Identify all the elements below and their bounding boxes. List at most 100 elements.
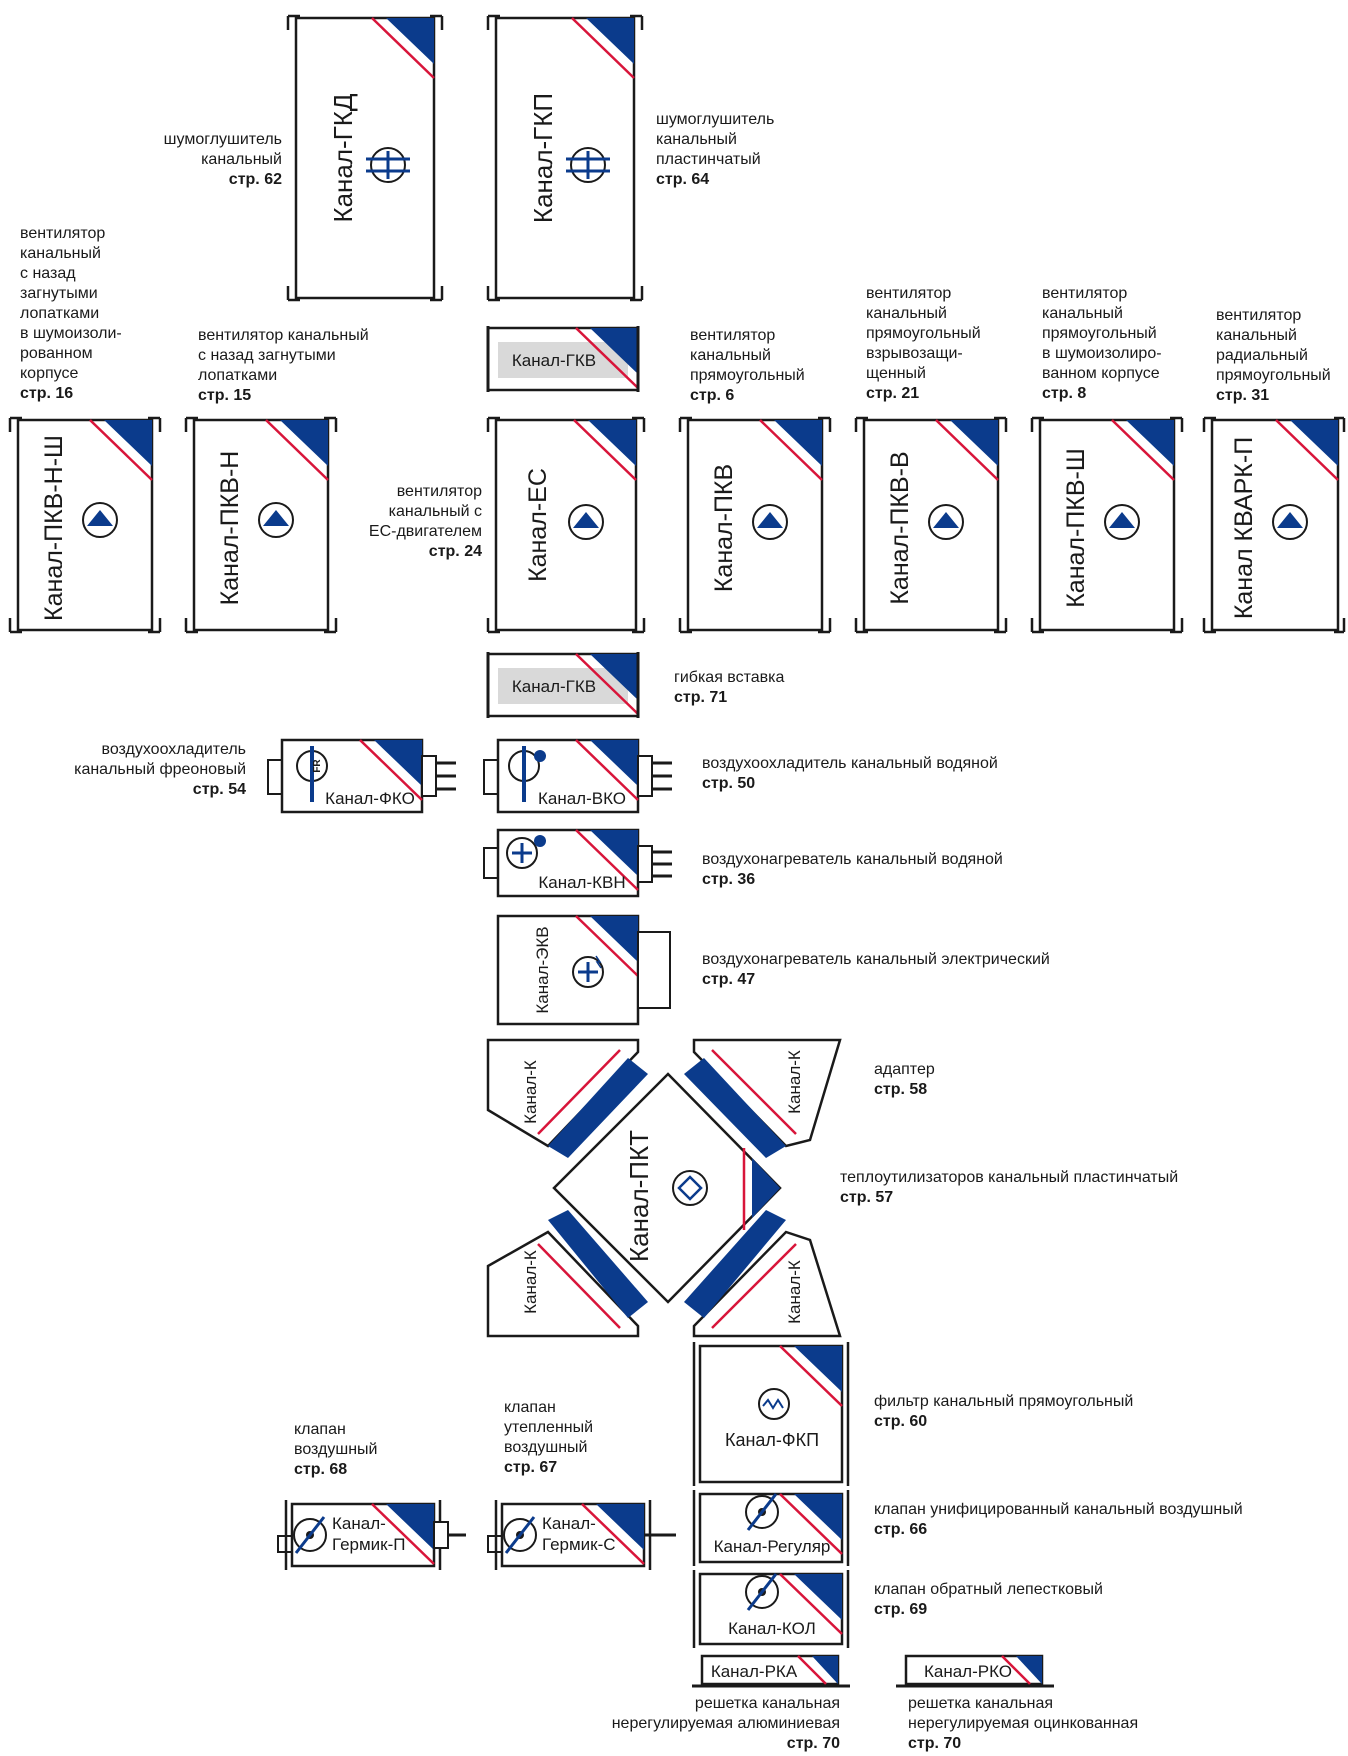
unit-regulyar[interactable]: Канал-Регуляр <box>692 1490 850 1566</box>
unit-pkt-assembly[interactable]: Канал-К Канал-К Канал-ПКТ Канал-К <box>486 1038 842 1338</box>
fan-icon <box>1104 504 1140 540</box>
unit-germik-p[interactable]: Канал- Гермик-П <box>277 1500 466 1570</box>
unit-kvark-p[interactable]: Канал КВАРК-П <box>1202 416 1346 634</box>
fr-badge: FR <box>312 759 323 773</box>
unit-label: Канал-ПКВ-Н-Ш <box>40 435 68 621</box>
silencer-icon <box>566 147 610 183</box>
unit-kol[interactable]: Канал-КОЛ <box>692 1570 850 1648</box>
unit-label: Канал-ЕС <box>524 468 552 582</box>
caption-rka: решетка канальная нерегулируемая алюмини… <box>611 1695 840 1752</box>
unit-label: Канал-Регуляр <box>714 1537 831 1556</box>
unit-gkp[interactable]: Канал-ГКП <box>486 14 644 302</box>
fan-icon <box>568 504 604 540</box>
unit-label: Канал-ПКВ-Ш <box>1062 448 1090 608</box>
unit-pkv-sh[interactable]: Канал-ПКВ-Ш <box>1030 416 1184 634</box>
adapter-bottom-right[interactable]: Канал-К <box>684 1210 842 1338</box>
unit-label: Канал-ФКП <box>725 1430 819 1450</box>
damper-icon <box>744 1492 780 1532</box>
unit-ec[interactable]: Канал-ЕС <box>486 416 646 634</box>
unit-kvn[interactable]: Канал-КВН <box>483 828 672 898</box>
unit-gkv-mid[interactable]: Канал-ГКВ <box>486 652 640 718</box>
adapter-top-right[interactable]: Канал-К <box>684 1038 842 1158</box>
unit-label: Канал-ПКВ-Н <box>216 451 244 606</box>
unit-label: Канал-ГКП <box>528 93 558 223</box>
caption-regulyar: клапан унифицированный канальный воздушн… <box>874 1501 1243 1538</box>
unit-label: Канал-ПКВ-В <box>886 451 914 604</box>
unit-label-line2: Гермик-П <box>332 1535 405 1554</box>
damper-icon <box>744 1572 780 1612</box>
freon-coil-icon: FR <box>296 746 328 802</box>
unit-pkv-n[interactable]: Канал-ПКВ-Н <box>184 416 338 634</box>
unit-label: Канал-РКО <box>924 1662 1012 1681</box>
unit-label: Канал-КВН <box>538 873 625 892</box>
fan-icon <box>82 502 118 538</box>
adapter-label: Канал-К <box>785 1260 804 1324</box>
unit-label: Канал-ГКВ <box>512 351 596 370</box>
unit-label-line1: Канал- <box>542 1514 596 1533</box>
unit-label: Канал-ГКВ <box>512 677 596 696</box>
damper-icon <box>502 1515 538 1555</box>
fan-icon <box>928 504 964 540</box>
unit-pkv-v[interactable]: Канал-ПКВ-В <box>854 416 1008 634</box>
unit-gkd[interactable]: Канал-ГКД <box>286 14 444 302</box>
unit-label: Канал-ПКВ <box>710 464 738 592</box>
unit-label: Канал-ЭКВ <box>533 926 552 1013</box>
electric-heater-icon <box>572 955 604 988</box>
pkt-core-icon <box>672 1170 708 1206</box>
caption-pkv-n: вентилятор канальный с назад загнутыми л… <box>198 327 369 404</box>
unit-label: Канал-РКА <box>711 1662 798 1681</box>
unit-label: Канал-ГКД <box>328 93 358 222</box>
silencer-icon <box>366 147 410 183</box>
damper-icon <box>292 1515 328 1555</box>
adapter-label: Канал-К <box>785 1050 804 1114</box>
unit-pkv-n-sh[interactable]: Канал-ПКВ-Н-Ш <box>8 416 162 634</box>
water-coil-icon <box>508 746 546 802</box>
fan-icon <box>1272 504 1308 540</box>
fan-icon <box>258 502 294 538</box>
unit-label: Канал КВАРК-П <box>1230 437 1258 619</box>
unit-label-line2: Гермик-С <box>542 1535 616 1554</box>
unit-fkp[interactable]: Канал-ФКП <box>692 1342 850 1486</box>
caption-ekv: воздухонагреватель канальный электрическ… <box>702 951 1050 988</box>
unit-label: Канал-ФКО <box>325 789 415 808</box>
unit-rko[interactable]: Канал-РКО <box>896 1654 1054 1688</box>
adapter-top-left[interactable]: Канал-К <box>486 1038 648 1158</box>
caption-pkv-sh: вентилятор канальный прямоугольный в шум… <box>1042 285 1162 402</box>
heater-coil-icon <box>506 835 546 869</box>
unit-rka[interactable]: Канал-РКА <box>692 1654 850 1688</box>
unit-gkv-top[interactable]: Канал-ГКВ <box>486 326 640 392</box>
fan-icon <box>752 504 788 540</box>
unit-label-line1: Канал- <box>332 1514 386 1533</box>
caption-pkv-v: вентилятор канальный прямоугольный взрыв… <box>866 285 981 402</box>
caption-pkt: теплоутилизаторов канальный пластинчатый… <box>840 1169 1179 1206</box>
adapter-bottom-left[interactable]: Канал-К <box>486 1210 648 1338</box>
filter-icon <box>758 1388 790 1420</box>
caption-rko: решетка канальная нерегулируемая оцинков… <box>908 1695 1139 1752</box>
unit-vko[interactable]: Канал-ВКО <box>483 738 672 814</box>
unit-ekv[interactable]: Канал-ЭКВ <box>496 914 671 1026</box>
unit-label: Канал-ПКТ <box>624 1130 654 1262</box>
unit-fko[interactable]: FR Канал-ФКО <box>267 738 456 814</box>
adapter-label: Канал-К <box>521 1060 540 1124</box>
unit-germik-s[interactable]: Канал- Гермик-С <box>487 1500 676 1570</box>
unit-label: Канал-ВКО <box>538 789 626 808</box>
adapter-label: Канал-К <box>521 1250 540 1314</box>
unit-pkv[interactable]: Канал-ПКВ <box>678 416 832 634</box>
unit-label: Канал-КОЛ <box>728 1619 816 1638</box>
caption-kvark-p: вентилятор канальный радиальный прямоуго… <box>1216 307 1331 404</box>
caption-pkv-n-sh: вентилятор канальный с назад загнутыми л… <box>20 225 122 402</box>
